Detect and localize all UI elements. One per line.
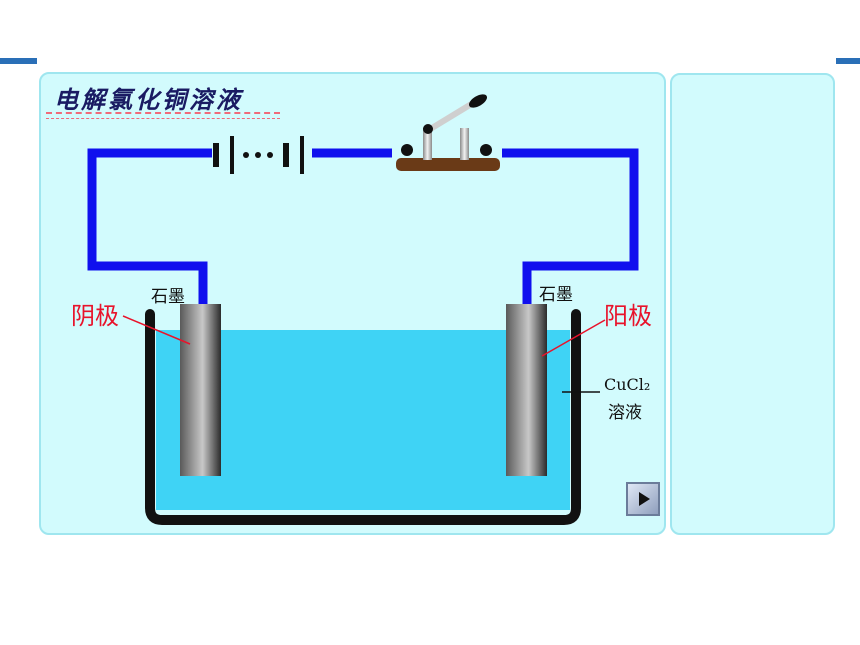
left-graphite-label: 石墨: [151, 287, 185, 307]
solution-liquid: [156, 330, 570, 510]
anode-rod: [506, 304, 547, 476]
anode-pointer: [541, 319, 606, 357]
anode-label: 阳极: [604, 302, 652, 330]
right-decor-bar: [836, 58, 860, 64]
solution-formula-label: CuCl₂: [604, 375, 651, 394]
cathode-pointer: [122, 315, 191, 345]
knife-switch-icon: [396, 94, 500, 171]
side-panel: [670, 73, 835, 535]
circuit-wire: [87, 148, 639, 304]
battery-gap: [212, 140, 312, 168]
right-graphite-label: 石墨: [539, 285, 573, 305]
page-title: 电解氯化铜溶液: [54, 85, 243, 114]
solution-word-label: 溶液: [608, 403, 642, 423]
beaker: [145, 309, 581, 525]
play-button[interactable]: [626, 482, 660, 516]
left-decor-bar: [0, 58, 37, 64]
play-icon: [639, 492, 650, 506]
battery-icon: [213, 136, 304, 174]
cathode-label: 阴极: [71, 302, 119, 330]
title-underline-2: [46, 118, 280, 119]
cathode-rod: [180, 304, 221, 476]
title-underline: [46, 112, 280, 114]
